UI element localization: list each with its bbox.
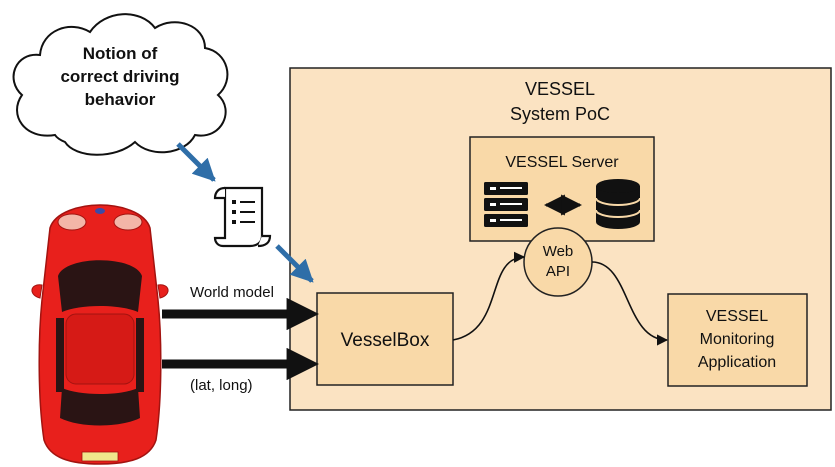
cloud-line3: behavior: [85, 90, 156, 109]
monitoring-app-box: [667, 293, 808, 387]
cloud-line1: Notion of: [83, 44, 158, 63]
world-model-label: World model: [190, 284, 274, 301]
cloud-line2: correct driving: [60, 67, 179, 86]
system-title-line2: System PoC: [510, 104, 610, 124]
cloud-to-document-arrow: [176, 142, 216, 182]
vesselbox-label: VesselBox: [341, 330, 430, 351]
vessel-server-label: VESSEL Server: [505, 154, 619, 171]
monitoring-line3: Application: [698, 354, 776, 371]
vesselbox: [316, 292, 454, 386]
document-scroll-icon: [213, 186, 272, 248]
monitoring-line2: Monitoring: [700, 331, 775, 348]
lat-long-label: (lat, long): [190, 377, 253, 394]
car-icon: [31, 204, 169, 465]
web-api-line2: API: [546, 263, 570, 280]
web-api-line1: Web: [543, 243, 574, 260]
database-icon: [595, 179, 641, 229]
server-rack-icon: [484, 182, 528, 227]
webapi-to-monitoring-arrow: [591, 261, 669, 346]
document-to-vesselbox-arrow: [275, 244, 314, 283]
web-api-circle: [523, 227, 593, 297]
cloud-shape: [12, 13, 229, 156]
system-title-line1: VESSEL: [525, 79, 595, 99]
monitoring-line1: VESSEL: [706, 308, 768, 325]
vesselbox-to-webapi-arrow: [452, 251, 526, 341]
